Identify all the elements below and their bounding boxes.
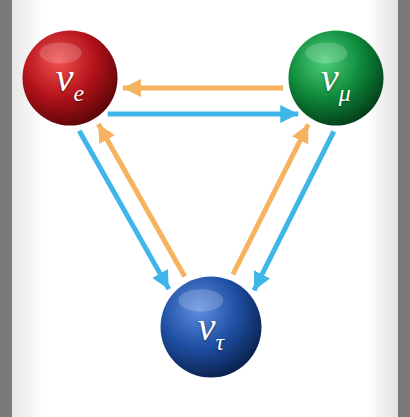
oscillation-arrow: [79, 131, 169, 289]
sphere-fill: [161, 277, 262, 378]
label-holder: νμ: [288, 30, 384, 126]
neutrino-sphere: ντ: [160, 276, 262, 378]
neutrino-sphere: νμ: [288, 30, 384, 126]
oscillation-arrow: [98, 124, 184, 276]
sphere-fill: [288, 30, 383, 125]
oscillation-arrow: [108, 112, 299, 117]
sphere-fill: [22, 30, 117, 125]
neutrino-sphere: νe: [22, 30, 118, 126]
neutrino-symbol: ντ: [198, 307, 224, 347]
white-panel: [12, 0, 398, 417]
label-holder: νe: [22, 30, 118, 126]
oscillation-arrow: [254, 131, 334, 290]
label-holder: ντ: [160, 276, 262, 378]
oscillation-arrow: [123, 86, 283, 91]
neutrino-symbol: νe: [56, 58, 84, 98]
neutrino-symbol: νμ: [321, 58, 351, 98]
